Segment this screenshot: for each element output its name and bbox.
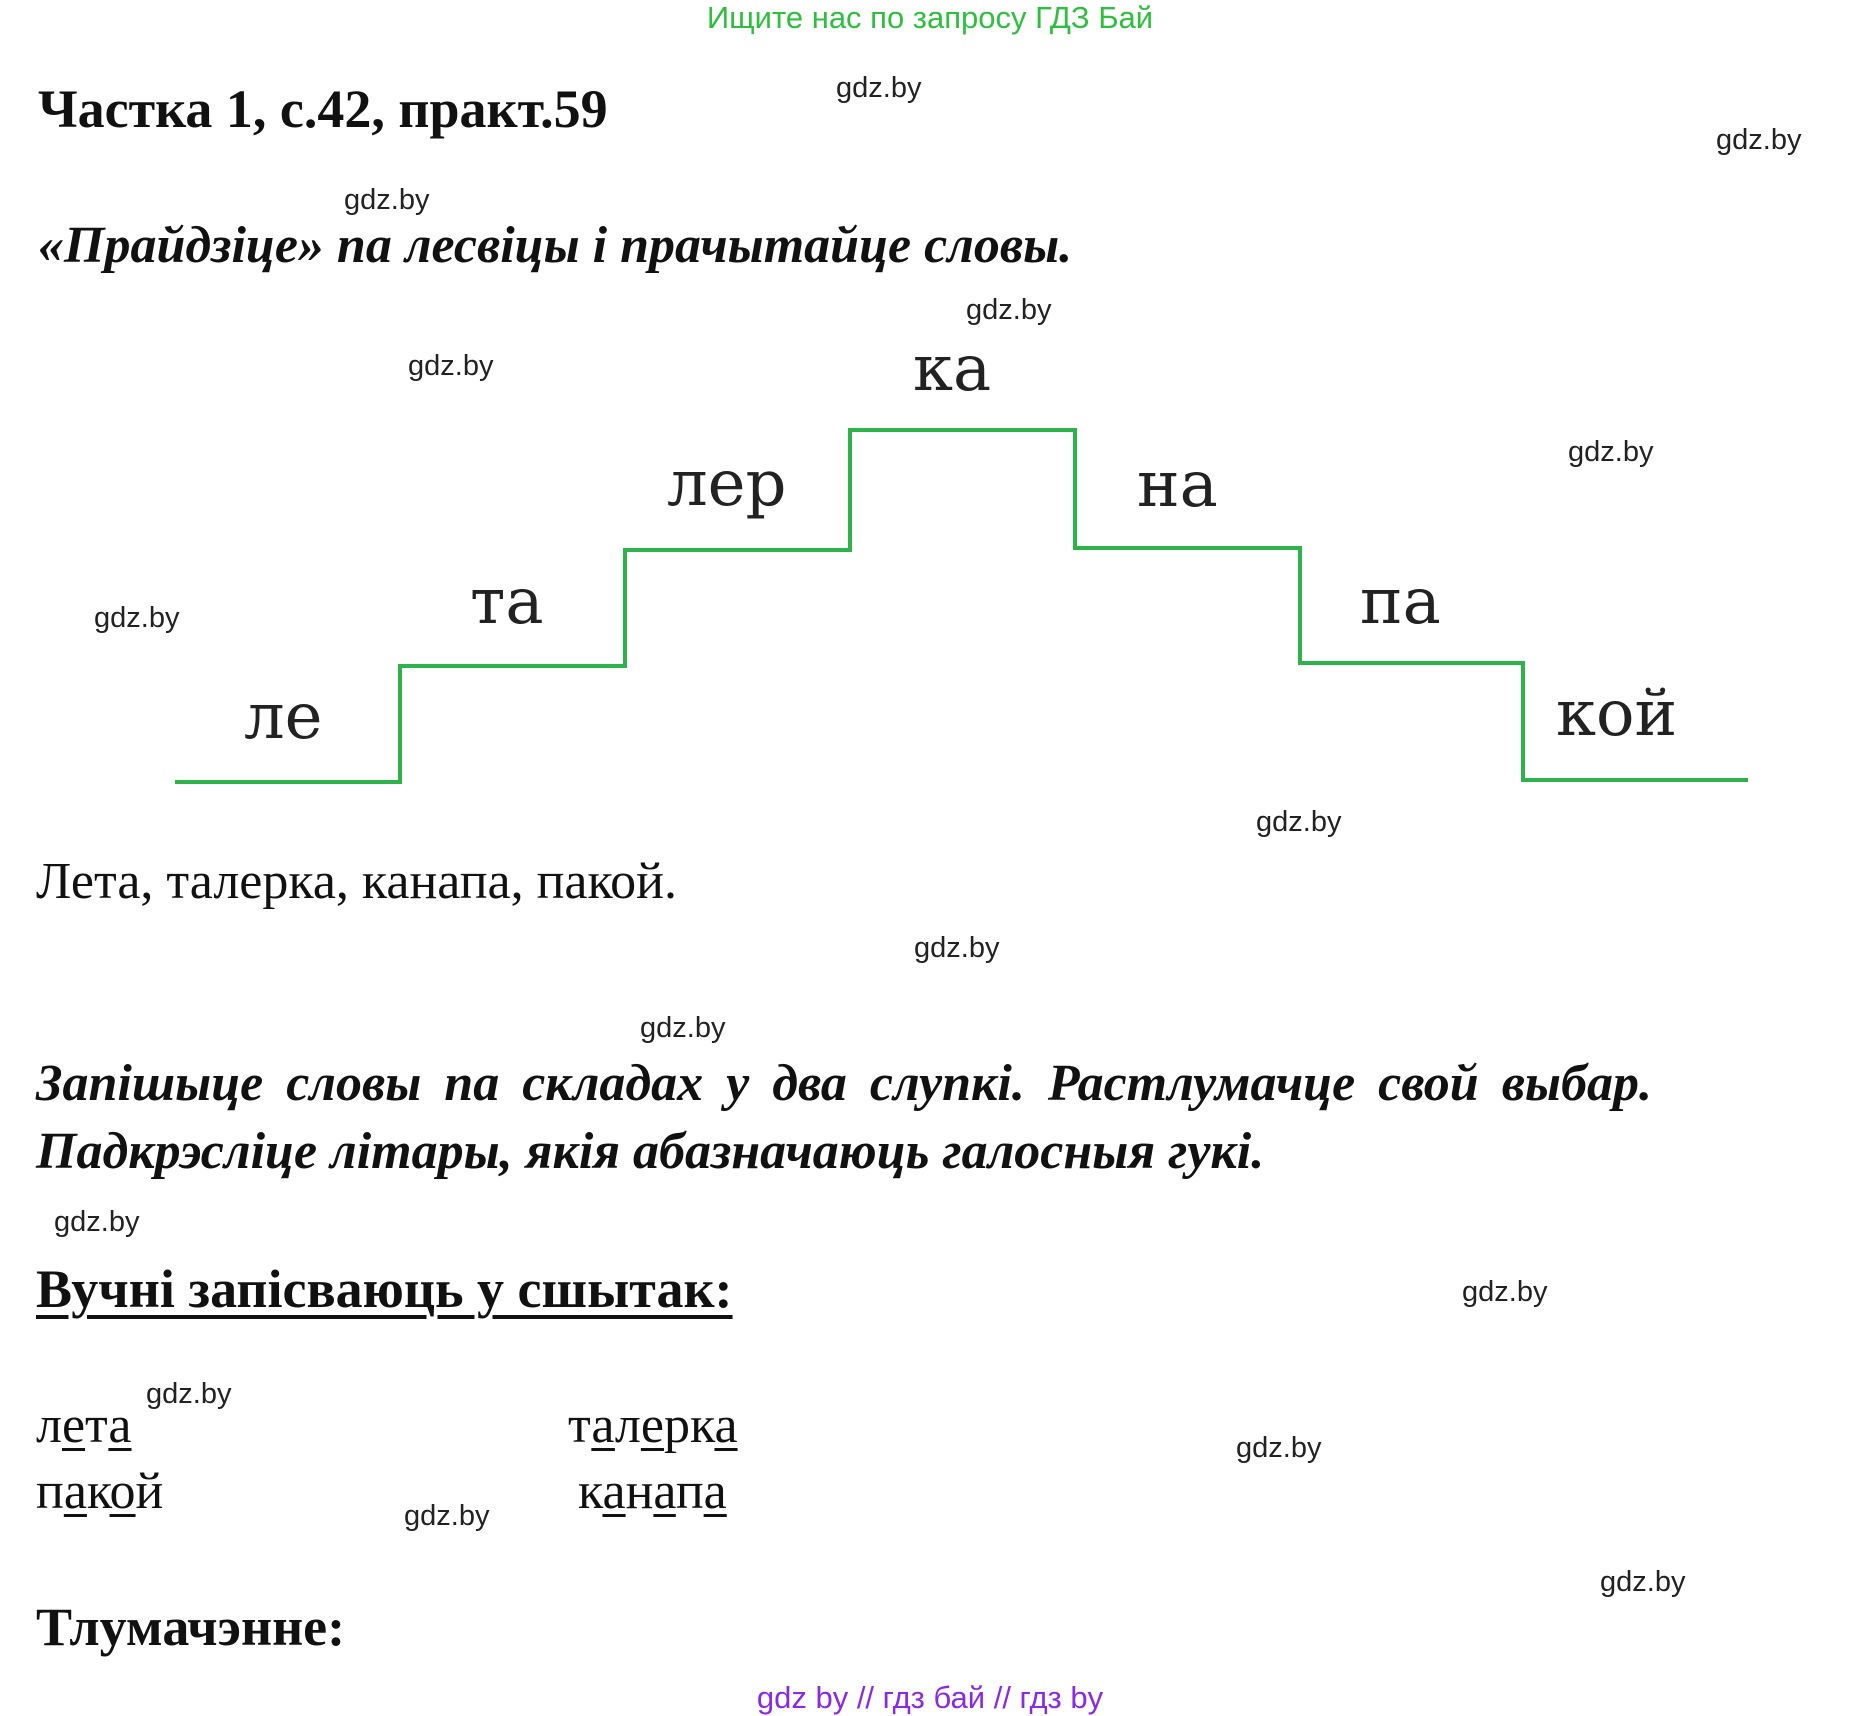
watermark: gdz.by bbox=[404, 1500, 490, 1532]
syllable-1: ле bbox=[244, 680, 323, 754]
word-talerka: талерка bbox=[568, 1397, 738, 1454]
task-instruction-1: «Прайдзіце» па лесвіцы і прачытайце слов… bbox=[38, 217, 1073, 274]
syllable-4: ка bbox=[913, 332, 992, 406]
watermark: gdz.by bbox=[966, 294, 1052, 326]
syllable-7: кой bbox=[1556, 677, 1678, 751]
watermark: gdz.by bbox=[1568, 436, 1654, 468]
syllable-3: лер bbox=[667, 447, 787, 521]
answer-text: Лета, талерка, канапа, пакой. bbox=[36, 853, 677, 910]
word-leta: лета bbox=[36, 1397, 132, 1454]
word-pakoj: пакой bbox=[36, 1463, 164, 1520]
top-banner: Ищите нас по запросу ГДЗ Бай bbox=[706, 0, 1154, 35]
watermark: gdz.by bbox=[1716, 124, 1802, 156]
watermark: gdz.by bbox=[344, 184, 430, 216]
watermark: gdz.by bbox=[914, 932, 1000, 964]
watermark: gdz.by bbox=[1256, 806, 1342, 838]
footer-links: gdz by // гдз бай // гдз by bbox=[756, 1680, 1104, 1715]
watermark: gdz.by bbox=[640, 1012, 726, 1044]
syllable-2: та bbox=[470, 565, 544, 639]
task-instruction-2b: Падкрэсліце літары, якія абазначаюць гал… bbox=[36, 1123, 1265, 1180]
task-instruction-2a: Запішыце словы па складах у два слупкі. … bbox=[36, 1055, 1652, 1112]
watermark: gdz.by bbox=[408, 350, 494, 382]
watermark: gdz.by bbox=[836, 72, 922, 104]
syllable-6: па bbox=[1360, 565, 1441, 639]
word-kanapa: канапа bbox=[578, 1463, 727, 1520]
watermark: gdz.by bbox=[94, 602, 180, 634]
stairs-line bbox=[175, 428, 1748, 784]
watermark: gdz.by bbox=[54, 1206, 140, 1238]
syllable-5: на bbox=[1137, 448, 1218, 522]
explanation-heading: Тлумачэнне: bbox=[36, 1597, 346, 1657]
watermark: gdz.by bbox=[1236, 1432, 1322, 1464]
watermark: gdz.by bbox=[146, 1378, 232, 1410]
watermark: gdz.by bbox=[1600, 1566, 1686, 1598]
watermark: gdz.by bbox=[1462, 1276, 1548, 1308]
page-heading: Частка 1, с.42, практ.59 bbox=[38, 79, 608, 139]
notebook-heading: Вучні запісваюць у сшытак: bbox=[36, 1259, 733, 1319]
